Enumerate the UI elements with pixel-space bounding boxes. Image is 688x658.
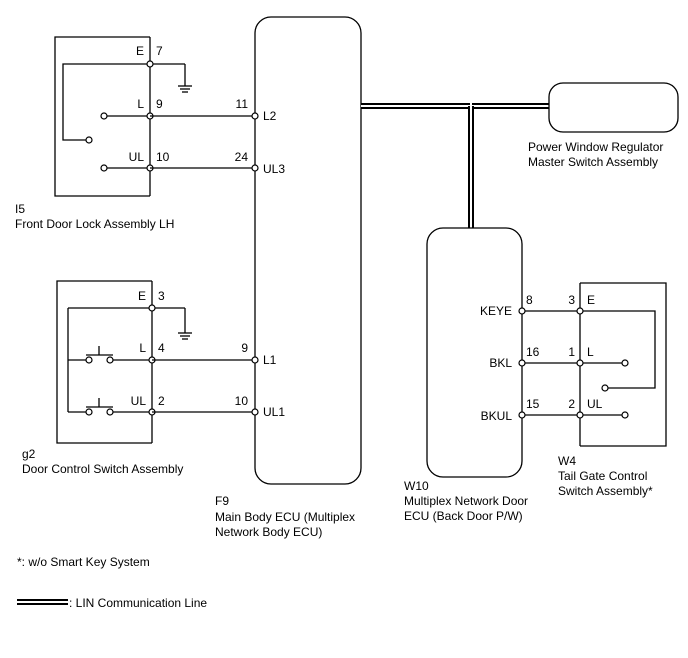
pin-label-l: L bbox=[587, 345, 594, 359]
door-control-switch-housing bbox=[56, 280, 152, 444]
pin-number: 24 bbox=[235, 150, 249, 164]
door-control-switch-assembly: E 3 L 4 UL 2 g2 Door Control Switch Asse… bbox=[22, 280, 192, 476]
pin-label-l: L bbox=[137, 97, 144, 111]
pin-number: 15 bbox=[526, 397, 540, 411]
switch-contact bbox=[100, 112, 108, 120]
pin-label-ul: UL bbox=[587, 397, 603, 411]
tail-gate-control-switch: 3 E 1 L 2 UL W4 Tail Gate Control Switch… bbox=[558, 282, 667, 498]
front-door-lock-housing bbox=[54, 36, 150, 197]
power-window-switch-box bbox=[548, 82, 679, 133]
component-name-line1: Main Body ECU (Multiplex bbox=[215, 510, 355, 524]
pin-label-e: E bbox=[136, 44, 144, 58]
pin-number: 11 bbox=[236, 97, 249, 111]
lin-communication-line bbox=[361, 103, 549, 228]
component-name: Front Door Lock Assembly LH bbox=[15, 217, 174, 231]
component-name-line2: Master Switch Assembly bbox=[528, 155, 658, 169]
legend: *: w/o Smart Key System : LIN Communicat… bbox=[17, 555, 207, 610]
pin-label-ul1: UL1 bbox=[263, 405, 285, 419]
pin-number: 16 bbox=[526, 345, 540, 359]
pin-label-keye: KEYE bbox=[480, 304, 512, 318]
pin-label-bkul: BKUL bbox=[481, 409, 513, 423]
switch-contact bbox=[106, 356, 114, 364]
component-name-line1: Multiplex Network Door bbox=[404, 494, 528, 508]
pin-number: 10 bbox=[156, 150, 170, 164]
switch-contact bbox=[621, 411, 629, 419]
component-code: W4 bbox=[558, 454, 576, 468]
main-body-ecu: 11 24 9 10 L2 UL3 L1 UL1 F9 Main Body EC… bbox=[150, 16, 362, 539]
footnote: *: w/o Smart Key System bbox=[17, 555, 150, 569]
switch-contact bbox=[85, 356, 93, 364]
component-code: I5 bbox=[15, 202, 25, 216]
component-name-line1: Tail Gate Control bbox=[558, 469, 647, 483]
component-name-line2: Switch Assembly* bbox=[558, 484, 653, 498]
component-code: g2 bbox=[22, 447, 36, 461]
pin-label-l2: L2 bbox=[263, 109, 277, 123]
main-body-ecu-box bbox=[254, 16, 362, 485]
component-code: F9 bbox=[215, 494, 229, 508]
switch-contact bbox=[85, 136, 93, 144]
pin-label-e: E bbox=[138, 289, 146, 303]
switch-contact bbox=[100, 164, 108, 172]
pin-number: 2 bbox=[568, 397, 575, 411]
multiplex-network-door-ecu: KEYE BKL BKUL 8 16 15 W10 Multiplex Netw… bbox=[404, 227, 580, 523]
lin-legend-text: : LIN Communication Line bbox=[69, 596, 207, 610]
pin-label-ul: UL bbox=[129, 150, 145, 164]
pin-number: 10 bbox=[235, 394, 249, 408]
pin-number: 8 bbox=[526, 293, 533, 307]
pin-label-l1: L1 bbox=[263, 353, 277, 367]
pin-number: 4 bbox=[158, 341, 165, 355]
switch-contact bbox=[106, 408, 114, 416]
pin-number: 9 bbox=[156, 97, 163, 111]
component-code: W10 bbox=[404, 479, 429, 493]
pin-number: 2 bbox=[158, 394, 165, 408]
pin-label-ul: UL bbox=[131, 394, 147, 408]
pin-number: 9 bbox=[241, 341, 248, 355]
pin-label-bkl: BKL bbox=[489, 356, 512, 370]
component-name-line2: ECU (Back Door P/W) bbox=[404, 509, 523, 523]
pin-label-l: L bbox=[139, 341, 146, 355]
switch-contact bbox=[621, 359, 629, 367]
switch-contact bbox=[85, 408, 93, 416]
pin-number: 7 bbox=[156, 44, 163, 58]
pin-number: 3 bbox=[568, 293, 575, 307]
tail-gate-switch-housing bbox=[580, 282, 667, 447]
front-door-lock-assembly: E 7 L 9 UL 10 I5 Front Door Lock Assembl… bbox=[15, 36, 192, 231]
pin-label-ul3: UL3 bbox=[263, 162, 285, 176]
pin-number: 1 bbox=[568, 345, 575, 359]
pin-label-e: E bbox=[587, 293, 595, 307]
power-window-master-switch: Power Window Regulator Master Switch Ass… bbox=[528, 82, 679, 169]
component-name: Door Control Switch Assembly bbox=[22, 462, 183, 476]
component-name-line1: Power Window Regulator bbox=[528, 140, 663, 154]
component-name-line2: Network Body ECU) bbox=[215, 525, 322, 539]
pin-number: 3 bbox=[158, 289, 165, 303]
multiplex-door-ecu-box bbox=[426, 227, 523, 478]
switch-contact bbox=[601, 384, 609, 392]
